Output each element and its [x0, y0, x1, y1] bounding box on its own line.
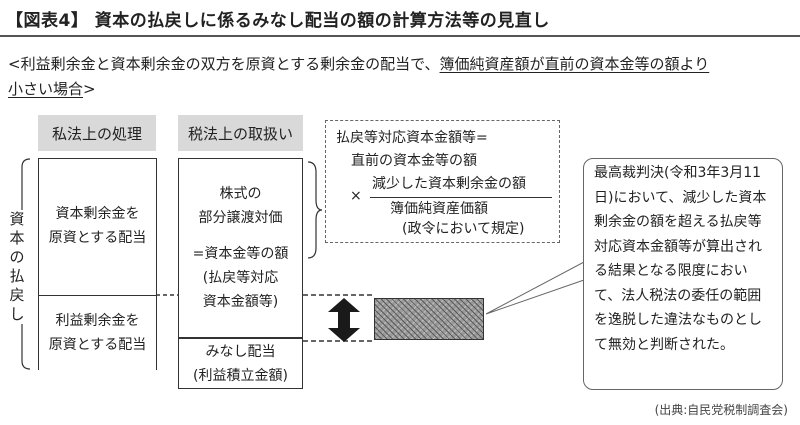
header-tax-law: 税法上の取扱い — [178, 115, 303, 151]
source-note: (出典:自民党税制調査会) — [654, 403, 788, 417]
vertical-char: 払 — [9, 267, 25, 285]
retained-earnings-line1: 利益剰余金を — [55, 313, 140, 329]
capital-surplus-dividend-box: 資本剰余金を 原資とする配当 — [39, 186, 156, 266]
subtitle: <利益剰余金と資本剰余金の双方を原資とする剰余金の配当で、簿価純資産額が直前の資… — [8, 52, 709, 102]
deemed-dividend-box: みなし配当 (利益積立金額) — [178, 338, 303, 389]
excess-hatched-area — [374, 298, 484, 340]
retained-earnings-line2: 原資とする配当 — [48, 337, 147, 353]
formula-line2: 直前の資本金等の額 — [351, 153, 477, 169]
vertical-char: 本 — [9, 229, 25, 247]
private-column-right-border — [156, 158, 157, 370]
private-column-top-border — [38, 158, 156, 159]
deemed-dividend-line2: (利益積立金額) — [193, 367, 288, 384]
vertical-char: 資 — [9, 210, 25, 228]
double-arrow-icon — [328, 298, 360, 342]
subtitle-line1-underlined: 簿価純資産額が直前の資本金等の額より — [439, 55, 710, 73]
subtitle-line2-underlined: 小さい場合 — [8, 80, 84, 98]
formula-numerator: 減少した資本剰余金の額 — [372, 176, 526, 192]
private-column-left-border — [38, 158, 39, 370]
formula-brace — [307, 161, 323, 259]
capital-amount-line3: 資本金額等) — [202, 294, 279, 310]
formula-times: × — [350, 188, 362, 204]
formula-denominator: 簿価純資産価額 — [390, 201, 488, 217]
title-divider — [0, 35, 800, 37]
column-connector-dashed — [156, 294, 180, 296]
stock-transfer-consideration-box: 株式の 部分譲渡対価 =資本金等の額 (払戻等対応 資本金額等) — [178, 158, 303, 338]
formula-note: (政令において規定) — [402, 221, 525, 237]
capital-surplus-line2: 原資とする配当 — [48, 230, 147, 246]
deemed-dividend-line1: みなし配当 — [205, 343, 276, 360]
callout-pointer — [486, 262, 585, 315]
stock-transfer-line2: 部分譲渡対価 — [198, 210, 283, 226]
excess-reference-lines — [303, 294, 375, 342]
private-column-divider — [38, 295, 156, 296]
stock-transfer-line1: 株式の — [219, 186, 262, 202]
vertical-char: 戻 — [9, 286, 25, 304]
formula-box: 払戻等対応資本金額等= 直前の資本金等の額 × 減少した資本剰余金の額 簿価純資… — [325, 120, 560, 243]
capital-return-vertical-label: 資 本 の 払 戻 し — [6, 210, 28, 324]
page-title: 【図表4】 資本の払戻しに係るみなし配当の額の計算方法等の見直し — [6, 11, 550, 31]
retained-earnings-dividend-box: 利益剰余金を 原資とする配当 — [39, 300, 156, 366]
capital-amount-line1: =資本金等の額 — [192, 246, 289, 262]
subtitle-line1-plain: <利益剰余金と資本剰余金の双方を原資とする剰余金の配当で、 — [8, 55, 440, 73]
formula-fraction-bar — [370, 197, 552, 198]
supreme-court-callout: 最高裁判決(令和3年3月11日)において、減少した資本剰余金の額を超える払戻等対… — [583, 158, 783, 390]
header-private-law: 私法上の処理 — [38, 115, 156, 151]
subtitle-line2-plain: > — [83, 80, 96, 98]
formula-line1: 払戻等対応資本金額等= — [336, 130, 488, 146]
vertical-char: し — [9, 305, 25, 323]
capital-surplus-line1: 資本剰余金を — [55, 206, 140, 222]
vertical-char: の — [9, 248, 25, 266]
capital-amount-line2: (払戻等対応 — [202, 270, 279, 286]
